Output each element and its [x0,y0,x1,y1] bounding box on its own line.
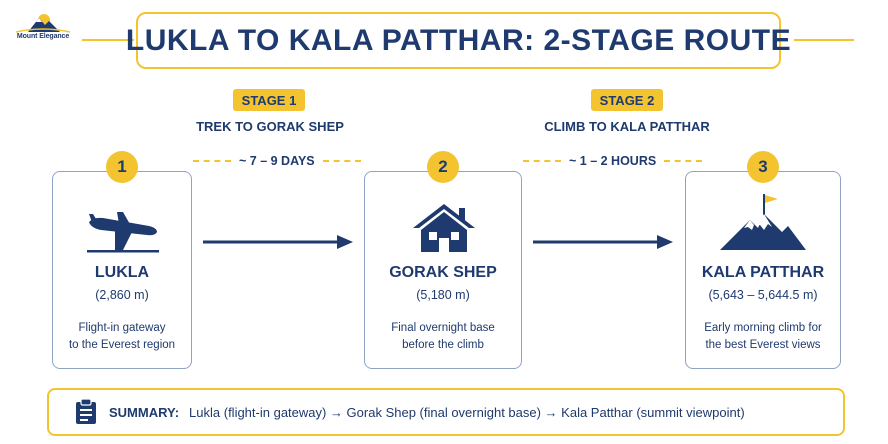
logo-text: Mount Elegance [16,33,70,40]
location-name: KALA PATTHAR [701,264,825,281]
location-card-gorak-shep: GORAK SHEP (5,180 m) Final overnight bas… [364,171,522,369]
house-icon [365,200,523,256]
location-card-kala-patthar: KALA PATTHAR (5,643 – 5,644.5 m) Early m… [685,171,841,369]
location-description: Flight-in gateway to the Everest region [53,320,191,354]
airplane-icon [53,200,193,256]
description-line-2: before the climb [402,339,484,351]
location-altitude: (5,180 m) [416,288,470,302]
summary-box: SUMMARY: Lukla (flight-in gateway) → Gor… [47,388,845,436]
summary-text: Lukla (flight-in gateway) → Gorak Shep (… [189,404,745,420]
location-card-lukla: LUKLA (2,860 m) Flight-in gateway to the… [52,171,192,369]
step-number-2: 2 [427,151,459,183]
dashed-line [322,160,361,162]
logo: Mount Elegance [8,12,78,44]
stage-1-badge: STAGE 1 [233,89,305,111]
summary-label: SUMMARY: [109,404,180,420]
arrow-right-icon [533,235,673,249]
title-deco-line-left [82,39,134,41]
location-description: Early morning climb for the best Everest… [686,320,840,354]
stage-2-badge: STAGE 2 [591,89,663,111]
location-altitude: (5,643 – 5,644.5 m) [708,288,818,302]
dashed-line [664,160,703,162]
mountain-flag-icon [686,192,842,254]
description-line-1: Final overnight base [391,322,495,334]
step-number-3: 3 [747,151,779,183]
dashed-line [523,160,561,162]
title-deco-line-right [794,39,854,41]
title-box: LUKLA TO KALA PATTHAR: 2-STAGE ROUTE [126,12,791,69]
description-line-1: Flight-in gateway [78,322,166,334]
stage-2-duration-text: ~ 1 – 2 HOURS [569,154,657,168]
stage-2-subtitle: CLIMB TO KALA PATTHAR [544,119,710,134]
mountain-logo-icon [15,14,71,33]
stage-1-subtitle: TREK TO GORAK SHEP [196,119,344,134]
stage-1-duration: ~ 7 – 9 DAYS [193,154,361,168]
stage-2-duration: ~ 1 – 2 HOURS [523,154,703,168]
step-number-1: 1 [106,151,138,183]
arrow-right-icon [203,235,353,249]
dashed-line [193,160,231,162]
description-line-2: the best Everest views [705,339,821,351]
clipboard-icon [76,399,96,424]
description-line-2: to the Everest region [68,339,176,351]
location-name: GORAK SHEP [389,264,497,281]
stage-1-duration-text: ~ 7 – 9 DAYS [239,154,315,168]
location-description: Final overnight base before the climb [365,320,521,354]
location-name: LUKLA [94,264,150,281]
description-line-1: Early morning climb for [704,322,822,334]
page-title: LUKLA TO KALA PATTHAR: 2-STAGE ROUTE [125,23,792,57]
location-altitude: (2,860 m) [95,288,149,302]
